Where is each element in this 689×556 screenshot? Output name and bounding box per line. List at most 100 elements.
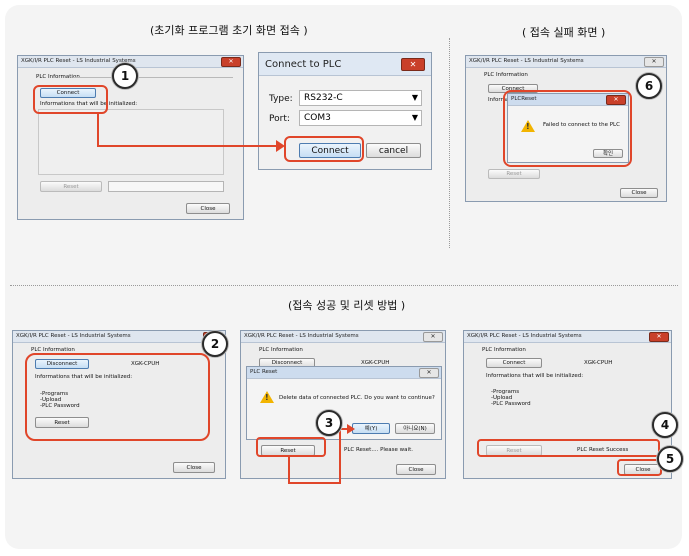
item-programs: -Programs — [491, 389, 520, 395]
connector-line — [97, 145, 280, 147]
caption-initial-screen: (초기화 프로그램 초기 화면 접속 ) — [150, 24, 308, 37]
confirm-message: Delete data of connected PLC. Do you wan… — [279, 395, 435, 401]
plc-information-label: PLC Information — [259, 347, 303, 353]
highlight-close — [617, 459, 662, 476]
dialog-title: PLC Reset — [250, 369, 278, 375]
highlight-status — [477, 439, 660, 457]
dialog-title-bar: Connect to PLC ✕ — [259, 53, 431, 76]
item-programs: -Programs — [40, 391, 69, 397]
informations-label: Informations that will be initialized: — [35, 374, 133, 380]
dialog-title: Connect to PLC — [265, 59, 342, 70]
plc-information-label: PLC Information — [31, 347, 75, 353]
close-icon[interactable]: ✕ — [423, 332, 443, 342]
type-label: Type: — [269, 94, 293, 104]
fail-dialog: PLCReset ✕ ! Failed to connect to the PL… — [507, 93, 629, 163]
informations-label: Informations that will be initialized: — [486, 373, 584, 379]
highlight-reset — [256, 437, 326, 457]
close-button[interactable]: Close — [396, 464, 436, 475]
dialog-close-icon[interactable]: ✕ — [606, 95, 626, 105]
title-bar: XGK/I/R PLC Reset - LS Industrial System… — [464, 331, 671, 343]
window-title: XGK/I/R PLC Reset - LS Industrial System… — [21, 58, 136, 64]
highlight-connect — [33, 85, 108, 114]
highlight-info — [25, 353, 210, 441]
step-badge-4: 4 — [652, 412, 678, 438]
close-icon[interactable]: ✕ — [644, 57, 664, 67]
close-button[interactable]: Close — [173, 462, 215, 473]
arrow-head-icon — [276, 140, 285, 152]
confirm-dialog: PLC Reset ✕ ! Delete data of connected P… — [246, 366, 442, 440]
no-button[interactable]: 아니요(N) — [395, 423, 435, 434]
connect-dialog: Connect to PLC ✕ Type: RS232-C ▼ Port: C… — [258, 52, 432, 170]
connector-line — [288, 456, 290, 483]
step-badge-3: 3 — [316, 410, 342, 436]
step-badge-1: 1 — [112, 63, 138, 89]
connector-line — [288, 482, 340, 484]
reset-button[interactable]: Reset — [488, 169, 540, 179]
window-success: XGK/I/R PLC Reset - LS Industrial System… — [463, 330, 672, 479]
warning-icon: ! — [521, 120, 535, 132]
plc-information-label: PLC Information — [36, 74, 80, 80]
yes-button[interactable]: 예(Y) — [352, 423, 390, 434]
caption-success-reset: (접속 성공 및 리셋 방법 ) — [288, 299, 406, 312]
connector-line — [339, 428, 349, 430]
reset-status: PLC Reset Success — [577, 447, 629, 453]
cpu-label: XGK-CPUH — [584, 360, 613, 366]
reset-status: PLC Reset.... Please wait. — [344, 447, 413, 453]
type-value: RS232-C — [304, 93, 343, 103]
highlight-fail-dialog — [503, 90, 632, 167]
port-label: Port: — [269, 114, 290, 124]
port-select[interactable]: COM3 ▼ — [299, 110, 422, 126]
title-bar: XGK/I/R PLC Reset - LS Industrial System… — [13, 331, 225, 343]
cpu-label: XGK-CPUH — [361, 360, 390, 366]
cpu-label: XGK-CPUH — [131, 361, 160, 367]
chevron-down-icon: ▼ — [411, 93, 418, 102]
status-field — [108, 181, 224, 192]
vertical-divider — [449, 38, 450, 248]
informations-label: Informa — [488, 97, 510, 103]
dialog-close-icon[interactable]: ✕ — [401, 58, 425, 71]
window-title: XGK/I/R PLC Reset - LS Industrial System… — [467, 333, 582, 339]
item-plc-password: -PLC Password — [491, 401, 531, 407]
close-icon[interactable]: ✕ — [221, 57, 241, 67]
dialog-title: PLCReset — [511, 96, 537, 102]
window-title: XGK/I/R PLC Reset - LS Industrial System… — [16, 333, 131, 339]
reset-button[interactable]: Reset — [40, 181, 102, 192]
fail-message: Failed to connect to the PLC — [543, 122, 620, 128]
horizontal-divider — [10, 285, 678, 286]
title-bar: XGK/I/R PLC Reset - LS Industrial System… — [466, 56, 666, 68]
connector-line — [97, 113, 99, 146]
info-list-box — [38, 109, 224, 175]
type-select[interactable]: RS232-C ▼ — [299, 90, 422, 106]
step-badge-2: 2 — [202, 331, 228, 357]
plc-information-label: PLC Information — [482, 347, 526, 353]
item-upload: -Upload — [491, 395, 513, 401]
step-badge-6: 6 — [636, 73, 662, 99]
disconnect-button[interactable]: Disconnect — [35, 359, 89, 369]
close-button[interactable]: Close — [620, 188, 658, 198]
connect-button[interactable]: Connect — [486, 358, 542, 368]
dialog-close-icon[interactable]: ✕ — [419, 368, 439, 378]
plc-information-label: PLC Information — [484, 72, 528, 78]
title-bar: XGK/I/R PLC Reset - LS Industrial System… — [241, 331, 445, 343]
ok-button[interactable]: 확인 — [593, 149, 623, 158]
window-title: XGK/I/R PLC Reset - LS Industrial System… — [244, 333, 359, 339]
dialog-cancel-button[interactable]: cancel — [366, 143, 421, 158]
reset-button[interactable]: Reset — [35, 417, 89, 428]
window-title: XGK/I/R PLC Reset - LS Industrial System… — [469, 58, 584, 64]
caption-fail-screen: ( 접속 실패 화면 ) — [522, 26, 606, 39]
step-badge-5: 5 — [657, 446, 683, 472]
chevron-down-icon: ▼ — [411, 113, 418, 122]
dialog-connect-button[interactable]: Connect — [299, 143, 361, 158]
warning-icon: ! — [260, 391, 274, 403]
connect-button[interactable]: Connect — [488, 84, 538, 93]
separator — [73, 77, 233, 78]
connect-button[interactable]: Connect — [40, 88, 96, 98]
arrow-head-icon — [347, 424, 355, 434]
dialog-title-bar: PLC Reset ✕ — [247, 367, 441, 379]
connector-line — [339, 428, 341, 484]
close-button[interactable]: Close — [186, 203, 230, 214]
port-value: COM3 — [304, 113, 331, 123]
highlight-dialog-connect — [284, 136, 364, 162]
item-plc-password: -PLC Password — [40, 403, 80, 409]
close-icon[interactable]: ✕ — [649, 332, 669, 342]
